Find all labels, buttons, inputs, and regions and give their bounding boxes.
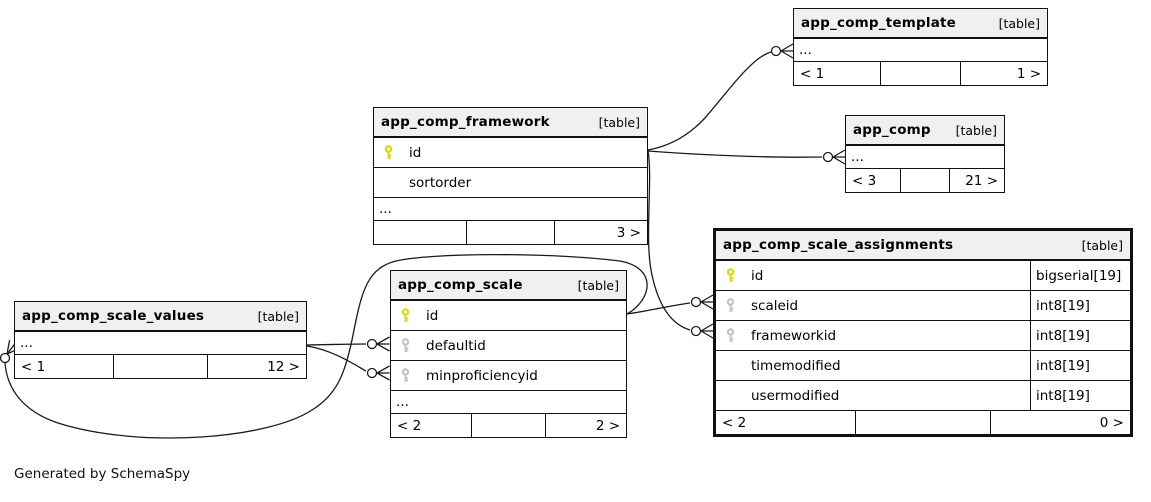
column-name: usermodified xyxy=(751,387,840,404)
column-type: bigserial[19] xyxy=(1030,261,1130,290)
column-row-defaultid: defaultid xyxy=(391,331,626,361)
table-app-comp-scale-assignments[interactable]: app_comp_scale_assignments [table] id bi… xyxy=(713,228,1133,437)
primary-key-icon xyxy=(400,308,426,323)
footer-children-count: 0 > xyxy=(1099,414,1124,431)
ellipsis-label: ... xyxy=(396,394,409,410)
column-row-id: id xyxy=(391,301,626,331)
edge-framework-assignments xyxy=(647,150,714,339)
table-name-link[interactable]: app_comp_scale_values xyxy=(22,308,205,324)
column-name: defaultid xyxy=(426,337,486,354)
table-name-link[interactable]: app_comp_template xyxy=(801,15,957,31)
footer-children-count: 21 > xyxy=(965,172,998,189)
table-footer: < 1 12 > xyxy=(15,355,306,378)
edge-scale-assignments xyxy=(626,294,714,315)
ellipsis-label: ... xyxy=(799,42,812,58)
footer-center-cell xyxy=(856,411,991,434)
table-name-link[interactable]: app_comp_framework xyxy=(381,114,550,130)
column-row-minproficiencyid: minproficiencyid xyxy=(391,361,626,391)
column-name: id xyxy=(426,307,439,324)
column-type: int8[19] xyxy=(1030,381,1130,410)
table-name-link[interactable]: app_comp_scale_assignments xyxy=(723,237,954,253)
column-name: minproficiencyid xyxy=(426,367,538,384)
footer-children-count: 12 > xyxy=(267,358,300,375)
column-type: int8[19] xyxy=(1030,291,1130,320)
table-footer: < 2 0 > xyxy=(716,411,1130,434)
column-row-usermodified: usermodified int8[19] xyxy=(716,381,1130,411)
column-row-frameworkid: frameworkid int8[19] xyxy=(716,321,1130,351)
table-app-comp-template[interactable]: app_comp_template [table] ... < 1 1 > xyxy=(793,8,1048,86)
footer-parents-count: < 1 xyxy=(15,355,115,378)
ellipsis-label: ... xyxy=(379,201,392,217)
edge-scale-values xyxy=(0,253,648,439)
generator-credit: Generated by SchemaSpy xyxy=(14,466,191,482)
table-header: app_comp_template [table] xyxy=(794,9,1047,39)
column-row-sortorder: sortorder xyxy=(374,168,647,198)
column-name: frameworkid xyxy=(751,327,837,344)
footer-children-count: 3 > xyxy=(616,224,641,241)
primary-key-icon xyxy=(383,145,409,160)
column-row-scaleid: scaleid int8[19] xyxy=(716,291,1130,321)
table-tag: [table] xyxy=(1081,237,1123,253)
table-app-comp-framework[interactable]: app_comp_framework [table] id sortorder … xyxy=(373,107,648,245)
column-type: int8[19] xyxy=(1030,321,1130,350)
footer-parents-count: < 2 xyxy=(716,411,857,434)
edge-framework-template xyxy=(647,43,794,151)
footer-center-cell xyxy=(901,169,950,192)
foreign-key-icon xyxy=(725,328,751,343)
table-tag: [table] xyxy=(998,15,1040,31)
footer-parents-count: < 2 xyxy=(391,414,472,437)
table-footer: 3 > xyxy=(374,221,647,244)
primary-key-icon xyxy=(725,268,751,283)
table-footer: < 2 2 > xyxy=(391,414,626,437)
ellipsis-label: ... xyxy=(851,149,864,165)
footer-parents-count: < 1 xyxy=(794,62,881,85)
column-row-ellipsis: ... xyxy=(794,39,1047,62)
footer-center-cell xyxy=(467,221,555,244)
table-footer: < 1 1 > xyxy=(794,62,1047,85)
column-name: sortorder xyxy=(409,174,472,191)
table-name-link[interactable]: app_comp_scale xyxy=(398,277,523,293)
table-tag: [table] xyxy=(955,122,997,138)
foreign-key-icon xyxy=(400,368,426,383)
footer-center-cell xyxy=(114,355,208,378)
footer-center-cell xyxy=(472,414,547,437)
footer-children-count: 1 > xyxy=(1016,65,1042,82)
table-app-comp-scale-values[interactable]: app_comp_scale_values [table] ... < 1 12… xyxy=(14,301,307,379)
table-header: app_comp_scale_assignments [table] xyxy=(716,231,1130,261)
ellipsis-label: ... xyxy=(20,335,33,351)
column-row-ellipsis: ... xyxy=(391,391,626,414)
column-row-ellipsis: ... xyxy=(15,332,306,355)
foreign-key-icon xyxy=(725,298,751,313)
column-name: scaleid xyxy=(751,297,799,314)
table-header: app_comp_scale [table] xyxy=(391,271,626,301)
column-name: id xyxy=(751,267,764,284)
edge-framework-appcomp xyxy=(647,149,846,165)
table-app-comp-scale[interactable]: app_comp_scale [table] id defaultid xyxy=(390,270,627,438)
footer-parents-count xyxy=(374,221,468,244)
column-type: int8[19] xyxy=(1030,351,1130,380)
table-footer: < 3 21 > xyxy=(846,169,1004,192)
column-row-ellipsis: ... xyxy=(846,146,1004,169)
foreign-key-icon xyxy=(400,338,426,353)
edge-values-scale-defaultid xyxy=(306,336,390,352)
footer-parents-count: < 3 xyxy=(846,169,901,192)
footer-children-count: 2 > xyxy=(595,417,621,434)
table-app-comp[interactable]: app_comp [table] ... < 3 21 > xyxy=(845,115,1005,193)
footer-center-cell xyxy=(881,62,962,85)
column-row-id: id xyxy=(374,138,647,168)
edge-values-scale-minproficiencyid xyxy=(306,345,390,381)
column-name: timemodified xyxy=(751,357,841,374)
table-tag: [table] xyxy=(577,277,619,293)
column-row-id: id bigserial[19] xyxy=(716,261,1130,291)
table-tag: [table] xyxy=(598,114,640,130)
column-row-ellipsis: ... xyxy=(374,198,647,221)
table-header: app_comp_scale_values [table] xyxy=(15,302,306,332)
table-tag: [table] xyxy=(257,308,299,324)
column-row-timemodified: timemodified int8[19] xyxy=(716,351,1130,381)
column-name: id xyxy=(409,144,422,161)
table-header: app_comp_framework [table] xyxy=(374,108,647,138)
table-name-link[interactable]: app_comp xyxy=(853,122,931,138)
table-header: app_comp [table] xyxy=(846,116,1004,146)
